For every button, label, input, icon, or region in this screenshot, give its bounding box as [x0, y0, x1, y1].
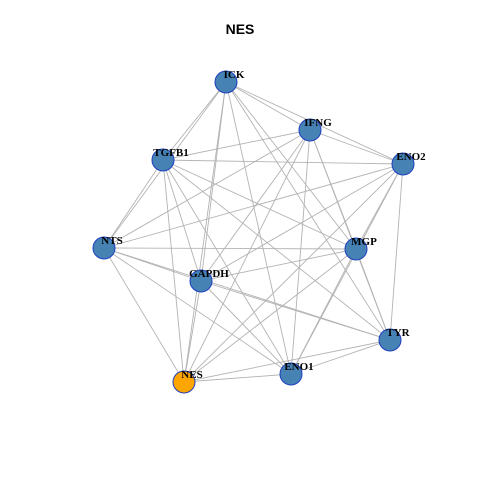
edge-eno1-nes [183, 373, 292, 383]
edge-ifng-tgfb1 [162, 129, 311, 161]
node-label-nts: NTS [101, 235, 122, 247]
node-label-eno2: ENO2 [396, 151, 426, 163]
edge-ick-eno1 [225, 81, 292, 375]
edge-nts-eno1 [103, 247, 292, 375]
edge-nts-mgp [103, 247, 357, 250]
edge-nts-nes [103, 247, 185, 383]
edge-layer [103, 81, 404, 383]
node-label-mgp: MGP [351, 236, 377, 248]
node-label-eno1: ENO1 [284, 361, 313, 373]
node-ifng[interactable] [298, 118, 322, 142]
edge-ick-tgfb1 [162, 81, 227, 161]
edge-gapdh-nes [183, 280, 202, 383]
node-label-gapdh: GAPDH [189, 268, 229, 280]
edge-eno2-nes [183, 163, 404, 383]
edge-mgp-nes [183, 248, 357, 383]
edge-ifng-nts [103, 129, 311, 249]
edge-tgfb1-nts [103, 159, 164, 249]
node-label-nes: NES [181, 369, 202, 381]
node-tgfb1[interactable] [151, 148, 175, 172]
edge-tgfb1-eno2 [162, 159, 404, 165]
edge-tgfb1-nes [162, 159, 185, 383]
node-label-tgfb1: TGFB1 [153, 147, 188, 159]
edge-gapdh-tyr [200, 280, 391, 341]
edge-tgfb1-eno1 [162, 159, 292, 375]
edge-mgp-tyr [355, 248, 391, 341]
edge-ifng-eno1 [290, 129, 311, 375]
node-ick[interactable] [214, 70, 238, 94]
edge-ifng-eno2 [309, 129, 404, 165]
edge-mgp-eno1 [290, 248, 357, 375]
graph-title: NES [225, 21, 255, 37]
edge-eno2-gapdh [200, 163, 404, 282]
node-mgp[interactable] [344, 237, 368, 261]
edge-tgfb1-gapdh [162, 159, 202, 282]
node-gapdh[interactable] [189, 269, 213, 293]
node-eno2[interactable] [391, 152, 415, 176]
edge-gapdh-eno1 [200, 280, 292, 375]
edge-tyr-eno1 [290, 339, 391, 375]
node-label-ick: ICK [224, 69, 245, 81]
node-nes[interactable] [172, 370, 196, 394]
edge-tgfb1-tyr [162, 159, 391, 341]
node-label-tyr: TYR [386, 327, 410, 339]
edge-tyr-nes [183, 339, 391, 383]
edge-ifng-nes [183, 129, 311, 383]
edge-ick-ifng [225, 81, 311, 131]
node-layer [92, 70, 415, 394]
edge-eno2-tyr [389, 163, 404, 341]
node-nts[interactable] [92, 236, 116, 260]
edge-mgp-gapdh [200, 248, 357, 282]
edge-ick-nes [183, 81, 227, 383]
edge-ick-tyr [225, 81, 391, 341]
edge-ick-gapdh [200, 81, 227, 282]
node-label-ifng: IFNG [304, 117, 332, 129]
node-tyr[interactable] [378, 328, 402, 352]
edge-ick-mgp [225, 81, 357, 250]
node-eno1[interactable] [279, 362, 303, 386]
edge-eno2-nts [103, 163, 404, 249]
